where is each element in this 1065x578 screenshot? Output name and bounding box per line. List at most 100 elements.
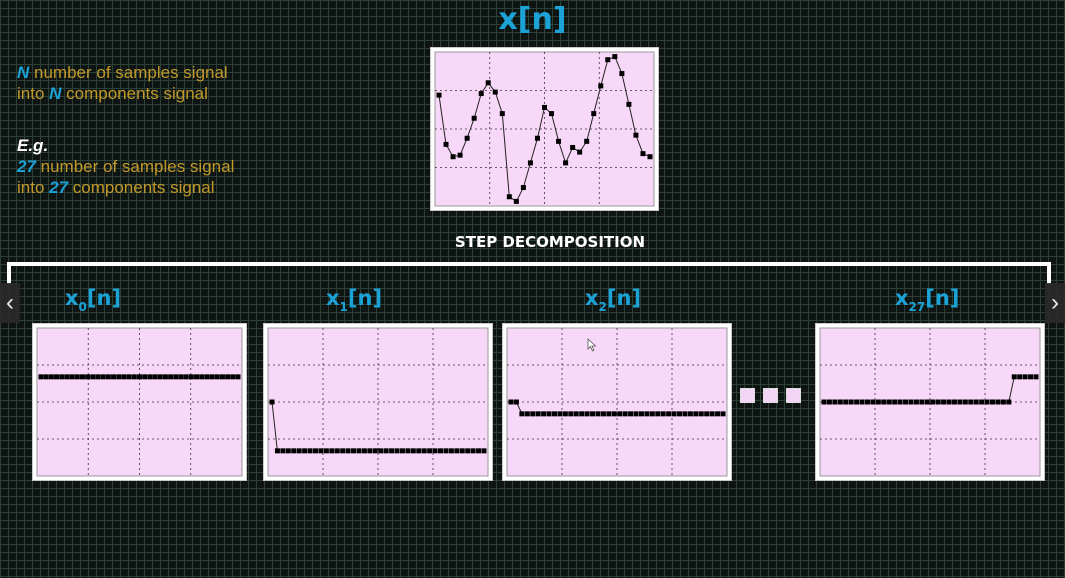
data-point (617, 411, 623, 417)
data-point (219, 374, 225, 380)
data-point (178, 374, 184, 380)
data-point (579, 411, 585, 417)
data-point (389, 448, 395, 454)
data-point (535, 411, 541, 417)
data-point (826, 399, 832, 405)
data-point (157, 374, 163, 380)
data-point (1000, 399, 1006, 405)
data-point (1011, 374, 1017, 380)
data-point (274, 448, 280, 454)
data-point (1006, 399, 1012, 405)
step-line (271, 401, 278, 451)
component-label-2: x2[n] (585, 286, 642, 314)
signal-chart (434, 51, 655, 207)
data-point (436, 92, 442, 98)
data-point (519, 411, 525, 417)
data-point (199, 374, 205, 380)
next-slide-button[interactable]: › (1045, 283, 1065, 323)
data-point (541, 411, 547, 417)
data-point (682, 411, 688, 417)
data-point (209, 374, 215, 380)
data-point (499, 111, 505, 117)
data-point (633, 411, 639, 417)
component-chart-0 (36, 327, 243, 477)
data-point (285, 448, 291, 454)
component-label-1: x1[n] (326, 286, 383, 314)
line4-text: components signal (68, 178, 215, 197)
data-point (919, 399, 925, 405)
signal-plot (430, 47, 659, 211)
data-point (698, 411, 704, 417)
dot (740, 388, 755, 403)
data-point (619, 71, 625, 77)
data-point (90, 374, 96, 380)
data-point (848, 399, 854, 405)
data-point (183, 374, 189, 380)
data-point (557, 411, 563, 417)
component-label-0: x0[n] (65, 286, 122, 314)
data-point (291, 448, 297, 454)
data-point (478, 91, 484, 97)
previous-slide-button[interactable]: ‹ (0, 283, 20, 323)
decomposition-bracket (7, 262, 1051, 284)
data-point (38, 374, 44, 380)
data-point (378, 448, 384, 454)
line1-text: number of samples signal (29, 63, 228, 82)
data-point (464, 135, 470, 141)
data-point (394, 448, 400, 454)
data-point (235, 374, 241, 380)
data-point (859, 399, 865, 405)
data-point (48, 374, 54, 380)
data-point (470, 448, 476, 454)
data-point (832, 399, 838, 405)
data-point (340, 448, 346, 454)
data-point (611, 411, 617, 417)
data-point (1017, 374, 1023, 380)
data-point (43, 374, 49, 380)
data-point (649, 411, 655, 417)
data-point (591, 111, 597, 117)
data-point (137, 374, 142, 380)
line2-text: components signal (61, 84, 208, 103)
example-line-2: into 27 components signal (17, 177, 234, 198)
data-point (356, 448, 362, 454)
data-point (459, 448, 465, 454)
data-point (214, 374, 220, 380)
data-point (720, 411, 726, 417)
data-point (131, 374, 137, 380)
data-point (935, 399, 941, 405)
data-point (908, 399, 914, 405)
line4-pre: into (17, 178, 50, 197)
data-point (843, 399, 849, 405)
data-point (542, 104, 547, 110)
data-point (647, 154, 653, 160)
n-highlight-2: N (49, 84, 62, 103)
data-point (485, 80, 491, 86)
data-point (854, 399, 860, 405)
data-point (886, 399, 892, 405)
data-point (951, 399, 957, 405)
data-point (524, 411, 530, 417)
data-point (492, 89, 498, 95)
dot (763, 388, 778, 403)
data-point (79, 374, 85, 380)
data-point (513, 198, 519, 204)
data-point (979, 399, 985, 405)
data-point (640, 151, 646, 157)
data-point (704, 411, 710, 417)
data-point (600, 411, 606, 417)
step-line (1008, 376, 1015, 403)
component-plot-2 (502, 323, 732, 481)
component-chart-2 (506, 327, 728, 477)
data-point (188, 374, 194, 380)
data-point (69, 374, 75, 380)
data-point (660, 411, 666, 417)
data-point (595, 411, 601, 417)
signal-title: x[n] (498, 2, 567, 37)
component-plot-1 (263, 323, 493, 481)
data-point (606, 411, 612, 417)
data-point (508, 399, 514, 405)
data-point (924, 399, 930, 405)
data-point (416, 448, 422, 454)
data-point (622, 411, 628, 417)
